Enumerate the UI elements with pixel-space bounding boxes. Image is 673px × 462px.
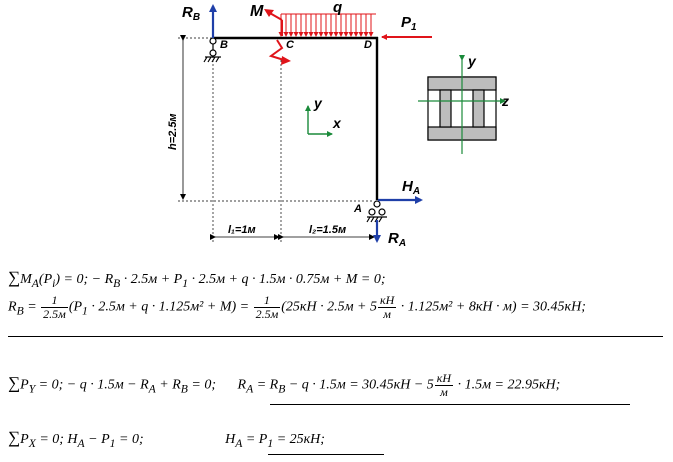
node-c-label: C: [286, 39, 295, 51]
axis-y-label: y: [313, 95, 323, 111]
dimension-l1-label: l₁=1м: [228, 224, 256, 236]
ha-result-underline: [268, 454, 384, 455]
i-beam-section: [418, 55, 506, 154]
load-q-label: q: [333, 0, 342, 16]
support-a: [366, 200, 387, 223]
frame: [213, 36, 379, 200]
moment-m: [267, 11, 285, 61]
support-b: [203, 37, 221, 63]
section-y-label: y: [467, 53, 477, 69]
dimension-h: h=2.5м: [167, 35, 186, 200]
reaction-ha-label: HA: [402, 178, 420, 197]
rb-result-underline: [8, 336, 663, 337]
force-p1-label: P1: [401, 14, 417, 33]
ra-result-underline: [270, 404, 630, 405]
coordinate-axes: [305, 105, 333, 137]
node-b-label: B: [220, 39, 228, 51]
dimension-l2-label: l₂=1.5м: [309, 224, 346, 236]
moment-arrowhead-bottom: [281, 56, 291, 65]
dimension-l: l₁=1м l₂=1.5м: [210, 224, 375, 240]
sum-symbol: ∑: [8, 268, 21, 287]
equation-sum-y: ∑PY = 0; − q · 1.5м − RA + RB = 0; RA = …: [8, 371, 561, 399]
node-a-label: A: [353, 203, 362, 215]
moment-m-label: M: [250, 3, 264, 20]
dashed-guides: [178, 37, 378, 242]
beam-diagram: h=2.5м l₁=1м l₂=1.5м q: [167, 0, 509, 249]
dimension-h-label: h=2.5м: [167, 113, 179, 150]
distributed-load-q: [278, 13, 376, 37]
node-d-label: D: [364, 39, 372, 51]
reaction-rb-label: RB: [182, 4, 200, 23]
equation-moment-a: ∑MA(Pi) = 0; − RB · 2.5м + P1 · 2.5м + q…: [8, 268, 386, 290]
reaction-ra-label: RA: [388, 230, 406, 249]
moment-arrowhead: [264, 9, 274, 17]
axis-x-label: x: [332, 115, 342, 131]
equation-sum-x: ∑PX = 0; HA − P1 = 0; HA = P1 = 25кН;: [8, 428, 325, 450]
section-z-label: z: [501, 93, 509, 109]
